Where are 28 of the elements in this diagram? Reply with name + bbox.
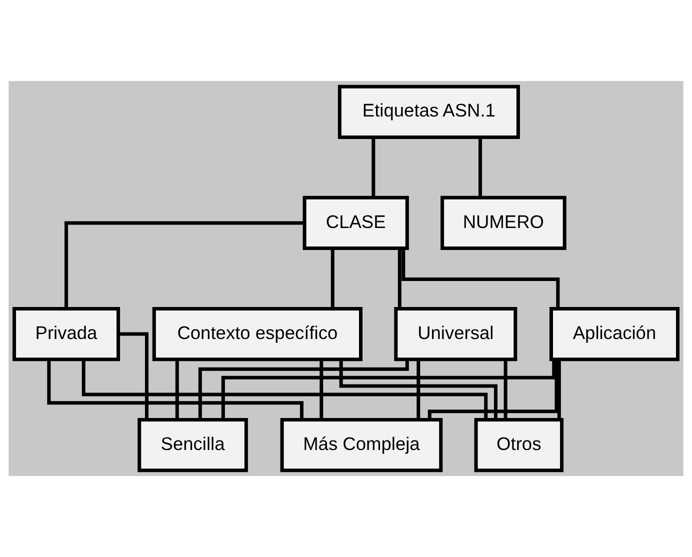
node-box: NUMERO	[440, 196, 566, 250]
connector	[221, 359, 556, 420]
connector	[557, 360, 561, 420]
connector	[504, 360, 508, 420]
connector	[82, 360, 488, 420]
connector	[330, 248, 334, 308]
connector	[402, 248, 560, 309]
node-box: Más Compleja	[280, 418, 443, 472]
connector	[118, 332, 148, 420]
node-box: Aplicación	[549, 306, 680, 362]
node-box: Contexto específico	[152, 306, 363, 362]
node-box: Etiquetas ASN.1	[338, 84, 520, 139]
node-box: Otros	[474, 418, 564, 472]
node-box: CLASE	[302, 196, 409, 250]
node-box: Privada	[12, 306, 120, 362]
connector	[198, 360, 409, 420]
connector	[428, 359, 558, 420]
node-box: Universal	[394, 306, 518, 362]
connector	[372, 138, 376, 198]
connector	[339, 359, 498, 420]
connector	[64, 221, 304, 308]
connector	[175, 360, 179, 420]
connector	[398, 248, 402, 308]
connector	[478, 138, 482, 198]
connector	[47, 360, 304, 420]
connector	[416, 360, 420, 420]
node-box: Sencilla	[138, 418, 248, 472]
connector	[320, 360, 324, 420]
